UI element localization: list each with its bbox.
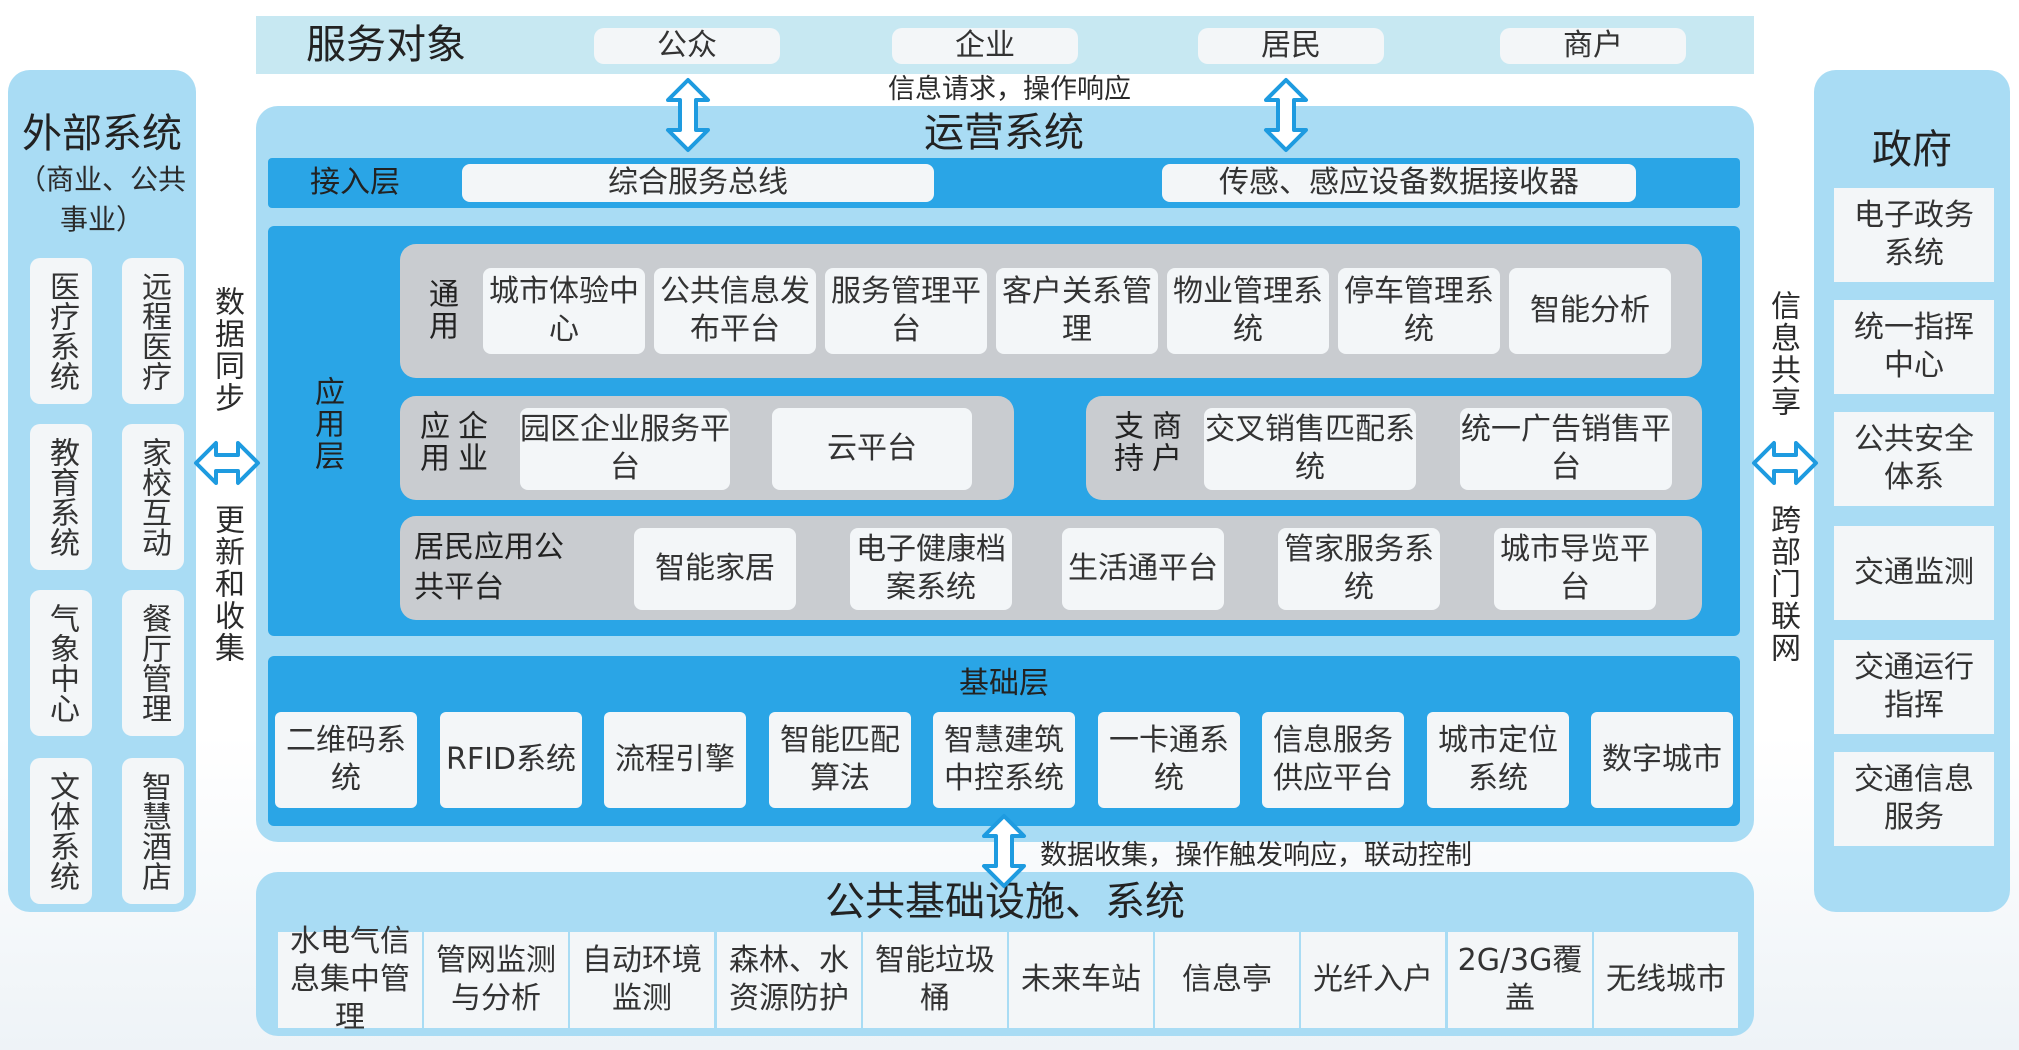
government-item: 电子政务系统: [1834, 188, 1994, 282]
resident-health-records: 电子健康档案系统: [850, 528, 1012, 610]
general-customer-relations: 客户关系管理: [996, 268, 1158, 354]
resident-smart-home: 智能家居: [634, 528, 796, 610]
left-sync-label: 数据同步: [209, 286, 244, 414]
government-item: 交通信息服务: [1834, 752, 1994, 846]
merchant-unified-ad-platform: 统一广告销售平台: [1460, 408, 1672, 490]
resident-butler-service: 管家服务系统: [1278, 528, 1440, 610]
general-row-label: 通用: [423, 278, 458, 342]
merchant-row-label: 商户支持: [1108, 410, 1181, 474]
infra-item: 未来车站: [1009, 932, 1153, 1028]
external-item: 智慧酒店: [122, 758, 184, 904]
infra-item: 光纤入户: [1301, 932, 1445, 1028]
base-layer-title: 基础层: [959, 666, 1049, 701]
infra-item: 森林、水资源防护: [717, 932, 861, 1028]
right-network-label: 跨部门联网: [1765, 504, 1800, 664]
right-double-arrow: [1752, 441, 1818, 485]
left-double-arrow: [194, 441, 260, 485]
infra-item: 管网监测与分析: [424, 932, 568, 1028]
service-item-resident: 居民: [1198, 28, 1384, 64]
base-item: 智慧建筑中控系统: [933, 712, 1075, 808]
base-item: 数字城市: [1591, 712, 1733, 808]
access-item-sensor-receiver: 传感、感应设备数据接收器: [1162, 164, 1636, 202]
top-right-double-arrow: [1264, 78, 1308, 152]
bottom-arrow-label: 数据收集，操作触发响应，联动控制: [1040, 840, 1472, 871]
resident-row-label-text: 居民应用公共平台: [414, 530, 564, 605]
service-target-title: 服务对象: [306, 22, 466, 68]
infra-item: 无线城市: [1594, 932, 1738, 1028]
external-item: 医疗系统: [30, 258, 92, 404]
infra-item: 智能垃圾桶: [863, 932, 1007, 1028]
external-item: 气象中心: [30, 590, 92, 736]
top-left-double-arrow: [666, 78, 710, 152]
top-arrow-label: 信息请求，操作响应: [888, 74, 1131, 105]
external-item: 餐厅管理: [122, 590, 184, 736]
resident-row-label: 居民应用公共平台: [414, 528, 574, 608]
enterprise-park-service-platform: 园区企业服务平台: [520, 408, 730, 490]
base-item: 城市定位系统: [1427, 712, 1569, 808]
government-title: 政府: [1872, 127, 1952, 173]
base-item: 智能匹配算法: [769, 712, 911, 808]
government-item: 交通监测: [1834, 526, 1994, 620]
base-item: 流程引擎: [604, 712, 746, 808]
general-service-management-platform: 服务管理平台: [825, 268, 987, 354]
base-item: 二维码系统: [275, 712, 417, 808]
external-system-title: 外部系统: [22, 111, 182, 157]
right-share-label: 信息共享: [1765, 290, 1800, 418]
government-item: 交通运行指挥: [1834, 640, 1994, 734]
infra-item: 水电气信息集中管理: [278, 924, 422, 1035]
external-item: 远程医疗: [122, 258, 184, 404]
service-item-enterprise: 企业: [892, 28, 1078, 64]
general-city-experience-center: 城市体验中心: [483, 268, 645, 354]
bottom-double-arrow: [982, 814, 1026, 888]
infra-item: 信息亭: [1155, 932, 1299, 1028]
access-item-service-bus: 综合服务总线: [462, 164, 934, 202]
general-property-management: 物业管理系统: [1167, 268, 1329, 354]
external-item: 家校互动: [122, 424, 184, 570]
merchant-cross-sales-system: 交叉销售匹配系统: [1204, 408, 1416, 490]
base-item: 信息服务供应平台: [1262, 712, 1404, 808]
resident-row-panel: [400, 516, 1702, 620]
service-item-public: 公众: [594, 28, 780, 64]
external-item: 文体系统: [30, 758, 92, 904]
access-layer-label: 接入层: [310, 165, 400, 200]
general-parking-management: 停车管理系统: [1338, 268, 1500, 354]
base-item: RFID系统: [440, 712, 582, 808]
enterprise-row-label: 企业应用: [414, 410, 487, 474]
enterprise-cloud-platform: 云平台: [772, 408, 972, 490]
external-item: 教育系统: [30, 424, 92, 570]
application-layer-label: 应用层: [309, 376, 344, 472]
general-smart-analysis: 智能分析: [1509, 268, 1671, 354]
left-collect-label: 更新和收集: [209, 504, 244, 664]
service-item-merchant: 商户: [1500, 28, 1686, 64]
infra-item: 2G/3G覆盖: [1448, 932, 1592, 1028]
government-item: 公共安全体系: [1834, 412, 1994, 506]
resident-life-platform: 生活通平台: [1062, 528, 1224, 610]
external-system-subtitle: （商业、公共事业）: [17, 163, 186, 236]
government-item: 统一指挥中心: [1834, 300, 1994, 394]
base-item: 一卡通系统: [1098, 712, 1240, 808]
general-public-info-platform: 公共信息发布平台: [654, 268, 816, 354]
infra-item: 自动环境监测: [570, 932, 714, 1028]
resident-city-guide: 城市导览平台: [1494, 528, 1656, 610]
ops-system-title: 运营系统: [924, 110, 1084, 156]
